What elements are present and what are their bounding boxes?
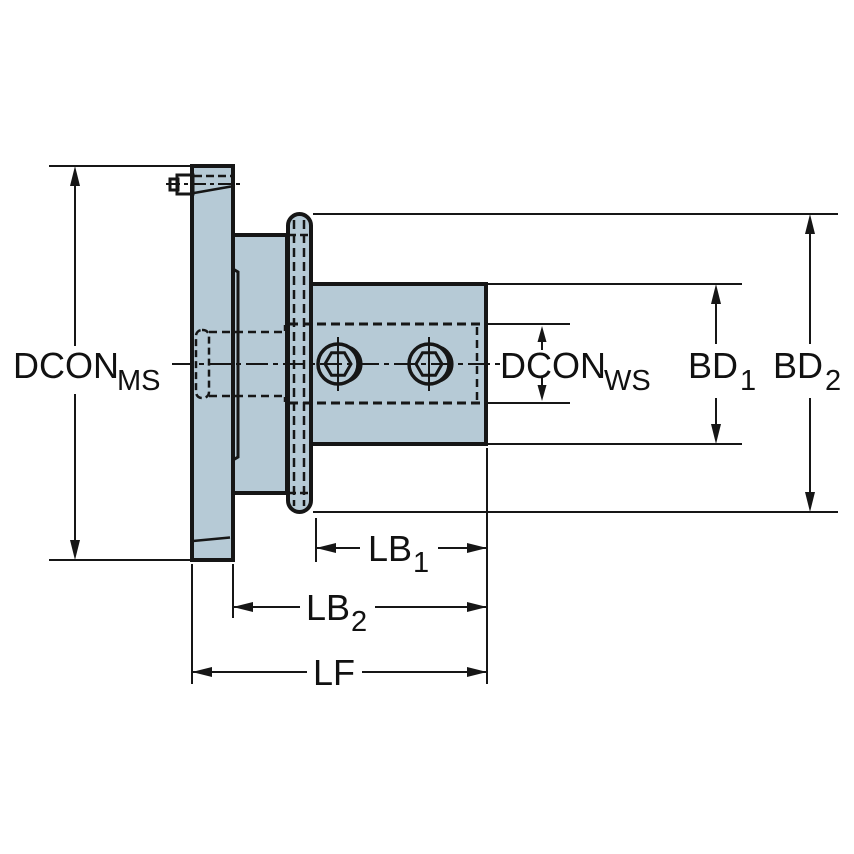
dcon-ws-label: DCON [500, 345, 606, 386]
flange-bottom-chamfer-line [192, 536, 231, 543]
dcon-ms-label-sub: MS [117, 365, 161, 397]
dim-lb1: LB 1 [315, 448, 488, 684]
bd2-arrow-down [805, 492, 815, 512]
centerlines [166, 183, 502, 391]
lf-arrow-right [467, 667, 487, 677]
flange-top-chamfer-line [193, 185, 232, 195]
lb2-label-sub: 2 [351, 606, 367, 638]
lb1-label-sub: 1 [413, 547, 429, 579]
screw-2-chamfer-arc [439, 345, 454, 383]
screw-2-hex-socket [414, 351, 444, 377]
lb2-arrow-right [467, 602, 487, 612]
dim-lf: LF [191, 564, 487, 693]
lf-label: LF [313, 652, 355, 693]
bd2-label: BD [773, 345, 823, 386]
bd1-arrow-up [711, 284, 721, 304]
dim-bd2: BD 2 [313, 213, 841, 513]
dcon-ws-arrow-down [537, 385, 547, 401]
lb1-arrow-left [316, 543, 336, 553]
screw-1-chamfer-arc [348, 345, 363, 383]
dcon-ws-arrow-up [537, 326, 547, 342]
dim-bd1: BD 1 [488, 283, 756, 445]
clamp-screws [316, 342, 454, 386]
screw-2-head [407, 342, 451, 386]
dcon-ms-label: DCON [13, 345, 119, 386]
bd2-arrow-up [805, 214, 815, 234]
lb1-arrow-right [467, 543, 487, 553]
bd1-arrow-down [711, 424, 721, 444]
dcon-ms-arrow-up [70, 166, 80, 186]
lb1-label: LB [368, 528, 412, 569]
lf-arrow-left [192, 667, 212, 677]
bd1-label: BD [688, 345, 738, 386]
bd2-label-sub: 2 [825, 365, 841, 397]
dim-dcon-ws: DCON WS [488, 323, 651, 404]
lb2-arrow-left [233, 602, 253, 612]
dim-lb2: LB 2 [232, 564, 487, 638]
dcon-ws-label-sub: WS [604, 365, 651, 397]
lb2-label: LB [306, 587, 350, 628]
bd1-label-sub: 1 [740, 365, 756, 397]
screw-1-hex-socket [323, 351, 353, 377]
dcon-ms-arrow-down [70, 540, 80, 560]
dim-dcon-ms: DCON MS [13, 165, 190, 561]
screw-1-head [316, 342, 360, 386]
